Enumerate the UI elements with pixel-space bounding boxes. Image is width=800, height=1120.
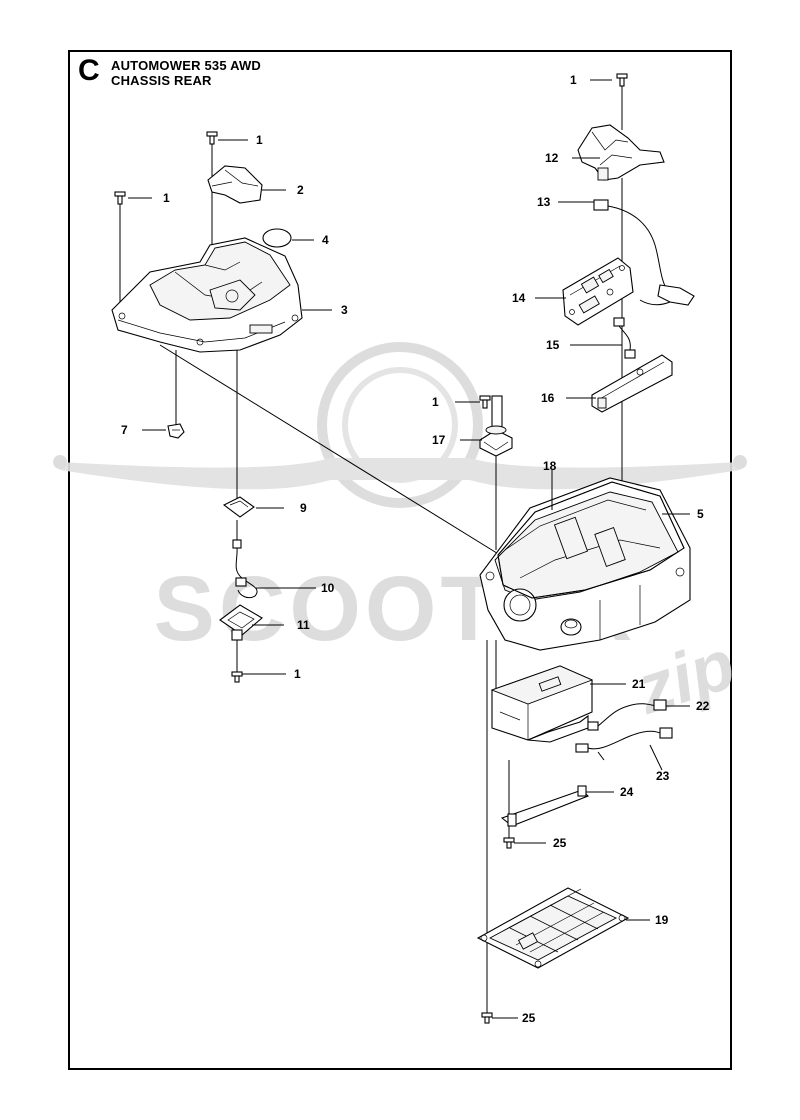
callout-12: 12: [545, 151, 559, 165]
callout-labels: 1 1 1 1 1 2 3 4 5 7 9 10 11 12 13 14 15 …: [121, 73, 710, 1025]
callout-24: 24: [620, 785, 634, 799]
diagram-frame: [68, 50, 732, 1070]
diagram-title-line1: AUTOMOWER 535 AWD: [111, 58, 262, 73]
callout-18: 18: [543, 459, 557, 473]
callout-1-mid: 1: [432, 395, 439, 409]
cable-harness-part-13[interactable]: [593, 199, 695, 306]
shaft-part-17[interactable]: [479, 395, 513, 457]
callout-17: 17: [432, 433, 446, 447]
circuit-board-part-14[interactable]: [562, 257, 634, 326]
callout-3: 3: [341, 303, 348, 317]
callout-15: 15: [546, 338, 560, 352]
callout-10: 10: [321, 581, 335, 595]
callout-21: 21: [632, 677, 646, 691]
screw-part-25-upper[interactable]: [503, 837, 515, 849]
cable-part-22[interactable]: [587, 699, 667, 731]
flap-cover-part-2[interactable]: [207, 165, 263, 204]
callout-22: 22: [696, 699, 710, 713]
cable-part-10[interactable]: [232, 539, 258, 599]
screw-part-1-bracket[interactable]: [616, 73, 628, 87]
bottom-plate-part-19[interactable]: [476, 887, 630, 969]
clip-part-7[interactable]: [167, 423, 185, 439]
callout-4: 4: [322, 233, 329, 247]
leader-lines: [128, 79, 690, 1019]
seal-pad-part-9[interactable]: [222, 496, 255, 518]
top-cover-part-3[interactable]: [111, 237, 303, 353]
connector-part-15[interactable]: [613, 317, 636, 359]
battery-pack-part-21[interactable]: [490, 665, 594, 743]
callout-13: 13: [537, 195, 551, 209]
screw-part-1-bottom[interactable]: [231, 671, 243, 683]
callout-11: 11: [297, 618, 310, 632]
callout-1-cover: 1: [256, 133, 263, 147]
callout-16: 16: [541, 391, 555, 405]
callout-19: 19: [655, 913, 669, 927]
small-board-part-16[interactable]: [591, 354, 673, 413]
seal-gasket-part-5[interactable]: [497, 481, 685, 599]
callout-7: 7: [121, 423, 128, 437]
callout-1-top-left: 1: [163, 191, 170, 205]
alignment-lines: [119, 84, 623, 1015]
callout-23: 23: [656, 769, 670, 783]
bracket-part-12[interactable]: [577, 124, 665, 181]
callout-2: 2: [297, 183, 304, 197]
screw-part-1-top-left[interactable]: [114, 191, 126, 205]
callout-14: 14: [512, 291, 526, 305]
callout-25-lower: 25: [522, 1011, 536, 1025]
screw-part-1-cover[interactable]: [206, 131, 218, 145]
cable-part-23[interactable]: [575, 727, 673, 761]
label-disc-part-4[interactable]: [262, 228, 292, 248]
section-letter: C: [78, 54, 100, 87]
sensor-frame-part-11[interactable]: [219, 604, 263, 641]
callout-5: 5: [697, 507, 704, 521]
strap-part-24[interactable]: [500, 785, 589, 827]
callout-1-bracket: 1: [570, 73, 577, 87]
callout-25-upper: 25: [553, 836, 567, 850]
callout-1-bottom: 1: [294, 667, 301, 681]
callout-9: 9: [300, 501, 307, 515]
screw-part-25-lower[interactable]: [481, 1012, 493, 1024]
chassis-body-part-18[interactable]: [479, 477, 691, 651]
diagram-title-line2: CHASSIS REAR: [111, 73, 212, 88]
screw-part-1-mid[interactable]: [479, 395, 491, 409]
